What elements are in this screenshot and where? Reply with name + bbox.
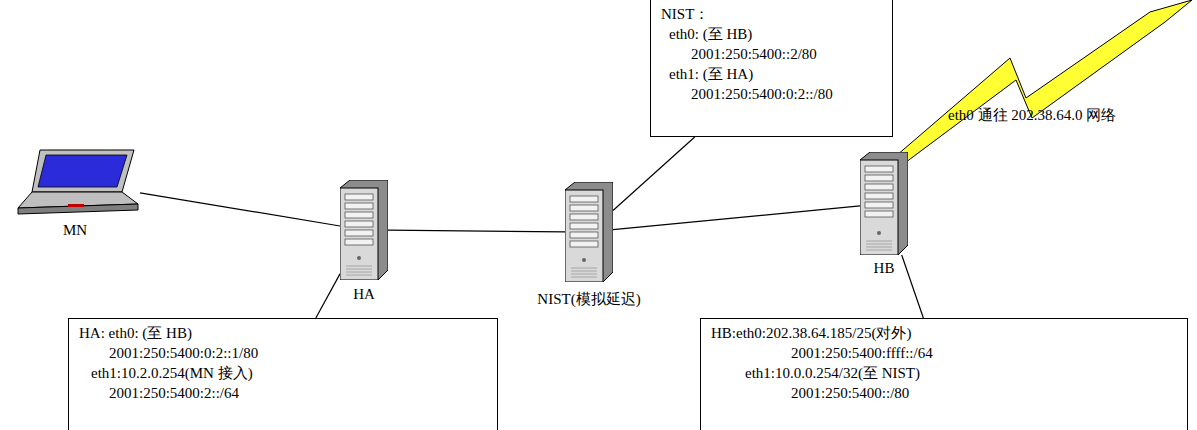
host-label: HB [874, 260, 895, 277]
server-node: NIST(模拟延迟) [565, 182, 613, 282]
callout-heading: NIST： [661, 4, 882, 24]
network-link [613, 206, 860, 230]
callout-pointer [902, 255, 924, 318]
interface-line: eth0: (至 HB) [661, 24, 882, 44]
network-link [388, 230, 565, 232]
host-label: HA [353, 286, 375, 303]
interface-line: 2001:250:5400:0:2::1/80 [79, 343, 487, 363]
host-label: NIST(模拟延迟) [537, 290, 640, 309]
server-node: HB [860, 152, 908, 255]
server-icon [340, 180, 388, 280]
callout-heading: HA: eth0: (至 HB) [79, 323, 487, 343]
laptop-icon [10, 148, 140, 216]
interface-line: 2001:250:5400:ffff::/64 [711, 343, 1177, 363]
interface-line: 2001:250:5400::2/80 [661, 44, 882, 64]
callout-box: HA: eth0: (至 HB)2001:250:5400:0:2::1/80e… [68, 318, 498, 430]
server-node: HA [340, 180, 388, 280]
lightning-bolt [868, 0, 1192, 186]
server-icon [860, 152, 908, 255]
interface-line: 2001:250:5400:0:2::/80 [661, 84, 882, 104]
callout-heading: HB:eth0:202.38.64.185/25(对外) [711, 323, 1177, 343]
callout-pointer [316, 274, 340, 318]
network-label: eth0 通往 202.38.64.0 网络 [948, 106, 1116, 125]
interface-line: 2001:250:5400:2::/64 [79, 383, 487, 403]
callout-pointer [613, 137, 695, 210]
interface-line: eth1:10.0.0.254/32(至 NIST) [711, 363, 1177, 383]
network-link [140, 193, 340, 226]
callout-box: NIST：eth0: (至 HB)2001:250:5400::2/80eth1… [650, 0, 893, 137]
server-icon [565, 182, 613, 282]
interface-line: eth1: (至 HA) [661, 64, 882, 84]
interface-line: eth1:10.2.0.254(MN 接入) [79, 363, 487, 383]
interface-line: 2001:250:5400::/80 [711, 383, 1177, 403]
host-label: MN [63, 222, 87, 239]
laptop-node: MN [10, 148, 140, 216]
callout-box: HB:eth0:202.38.64.185/25(对外)2001:250:540… [700, 318, 1188, 430]
